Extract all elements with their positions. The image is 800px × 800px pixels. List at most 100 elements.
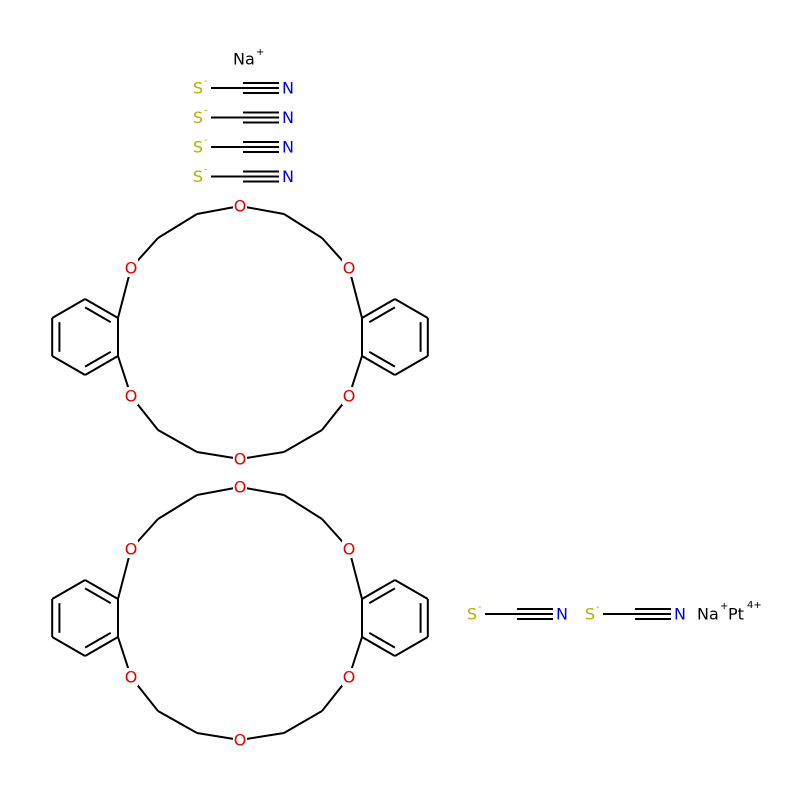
atom-label-backdrop: [233, 450, 247, 468]
thiocyanate-nitrogen-3: N: [281, 138, 295, 157]
crown-1-oxygen-1: O: [233, 197, 247, 216]
thiocyanate-sulfur-6-symbol: S: [585, 605, 595, 624]
atom-label-backdrop: [233, 478, 247, 496]
crown-2-oxygen-1-symbol: O: [234, 478, 247, 497]
crown-1-oxygen-6: O: [124, 259, 138, 278]
thiocyanate-sulfur-6: S-: [583, 602, 603, 624]
crown-1-oxygen-3: O: [342, 387, 356, 406]
aromatic-double-bond: [84, 631, 112, 649]
atom-label-backdrop: [583, 605, 603, 623]
aromatic-bond: [394, 636, 429, 657]
aromatic-double-bond: [368, 631, 396, 649]
crown-1-oxygen-1-symbol: O: [234, 197, 247, 216]
crown-2-oxygen-6-symbol: O: [125, 540, 138, 559]
atom-label-backdrop: [342, 540, 356, 558]
crown-1-oxygen-6-symbol: O: [125, 259, 138, 278]
atom-label-backdrop: [281, 79, 295, 97]
atom-label-backdrop: [124, 540, 138, 558]
crown-bond: [157, 710, 198, 734]
platinum-symbol: Pt: [728, 605, 744, 624]
thiocyanate-nitrogen-2-symbol: N: [282, 108, 294, 127]
crown-bond: [239, 486, 285, 496]
aromatic-double-bond: [368, 587, 396, 605]
atom-label-backdrop: [281, 108, 295, 127]
thiocyanate-sulfur-1: S-: [191, 76, 211, 98]
crown-1-oxygen-4: O: [233, 450, 247, 469]
aromatic-bond: [84, 355, 119, 376]
thiocyanate-nitrogen-4: N: [281, 167, 295, 186]
thiocyanate-nitrogen-3-symbol: N: [282, 138, 294, 157]
atom-label-backdrop: [191, 108, 211, 127]
thiocyanate-sulfur-1-symbol: S: [193, 79, 203, 98]
crown-2-oxygen-3: O: [342, 668, 356, 687]
crown-bond: [196, 451, 241, 460]
crown-1-oxygen-4-symbol: O: [234, 450, 247, 469]
thiocyanate-nitrogen-5: N: [555, 605, 569, 624]
atom-label-backdrop: [281, 138, 295, 156]
aromatic-bond: [394, 579, 429, 600]
crown-bond: [196, 205, 241, 215]
crown-2-oxygen-4: O: [233, 731, 247, 750]
crown-bond: [157, 494, 198, 520]
aromatic-bond: [51, 636, 86, 657]
crown-2-oxygen-1: O: [233, 478, 247, 497]
crown-bond: [283, 429, 323, 453]
thiocyanate-sulfur-4-symbol: S: [193, 167, 203, 186]
crown-bond: [157, 213, 198, 239]
thiocyanate-nitrogen-6-symbol: N: [674, 605, 686, 624]
aromatic-double-bond: [84, 587, 112, 605]
crown-bond: [157, 429, 198, 453]
aromatic-bond: [84, 636, 119, 657]
crown-1-oxygen-5: O: [124, 387, 138, 406]
atom-label-backdrop: [191, 79, 211, 97]
sodium-symbol: Na: [233, 50, 255, 69]
aromatic-bond: [361, 579, 396, 600]
atom-label-backdrop: [124, 259, 138, 277]
thiocyanate-nitrogen-2: N: [281, 108, 295, 127]
crown-2-oxygen-3-symbol: O: [343, 668, 356, 687]
crown-bond: [283, 213, 323, 239]
crown-2-oxygen-4-symbol: O: [234, 731, 247, 750]
crown-bond: [239, 451, 285, 460]
crown-bond: [196, 486, 241, 496]
thiocyanate-sulfur-5-charge: -: [478, 602, 482, 613]
crown-1-oxygen-2: O: [342, 259, 356, 278]
crown-1-oxygen-5-symbol: O: [125, 387, 138, 406]
thiocyanate-nitrogen-6: N: [673, 605, 687, 624]
atom-label-backdrop: [281, 167, 295, 186]
aromatic-bond: [361, 355, 396, 376]
aromatic-bond: [51, 579, 86, 600]
crown-bond: [196, 732, 241, 741]
crown-2-oxygen-5: O: [124, 668, 138, 687]
thiocyanate-sulfur-4-charge: -: [204, 165, 208, 176]
bond-layer: [51, 82, 671, 741]
thiocyanate-nitrogen-1: N: [281, 79, 295, 98]
sodium-ion-top: Na +: [233, 47, 264, 69]
thiocyanate-sulfur-3: S-: [191, 135, 211, 157]
atom-label-backdrop: [124, 668, 138, 686]
atom-label-backdrop: [124, 387, 138, 405]
thiocyanate-nitrogen-1-symbol: N: [282, 79, 294, 98]
thiocyanate-sulfur-1-charge: -: [204, 76, 208, 87]
thiocyanate-nitrogen-5-symbol: N: [556, 605, 568, 624]
crown-bond: [239, 732, 285, 741]
atom-label-backdrop: [555, 605, 569, 623]
thiocyanate-sulfur-6-charge: -: [596, 602, 600, 613]
atom-label-backdrop: [191, 138, 211, 156]
aromatic-bond: [51, 355, 86, 376]
thiocyanate-sulfur-3-charge: -: [204, 135, 208, 146]
aromatic-bond: [84, 298, 119, 319]
atom-label-backdrop: [233, 731, 247, 749]
aromatic-double-bond: [84, 350, 112, 368]
aromatic-double-bond: [368, 350, 396, 368]
sodium-charge: +: [256, 47, 264, 58]
thiocyanate-sulfur-2-symbol: S: [193, 108, 203, 127]
atom-label-backdrop: [342, 668, 356, 686]
thiocyanate-nitrogen-4-symbol: N: [282, 167, 294, 186]
thiocyanate-sulfur-2-charge: -: [204, 106, 208, 117]
atom-label-backdrop: [342, 259, 356, 277]
platinum-charge: 4+: [747, 600, 762, 611]
atom-label-backdrop: [342, 387, 356, 405]
thiocyanate-sulfur-2: S-: [191, 106, 211, 127]
